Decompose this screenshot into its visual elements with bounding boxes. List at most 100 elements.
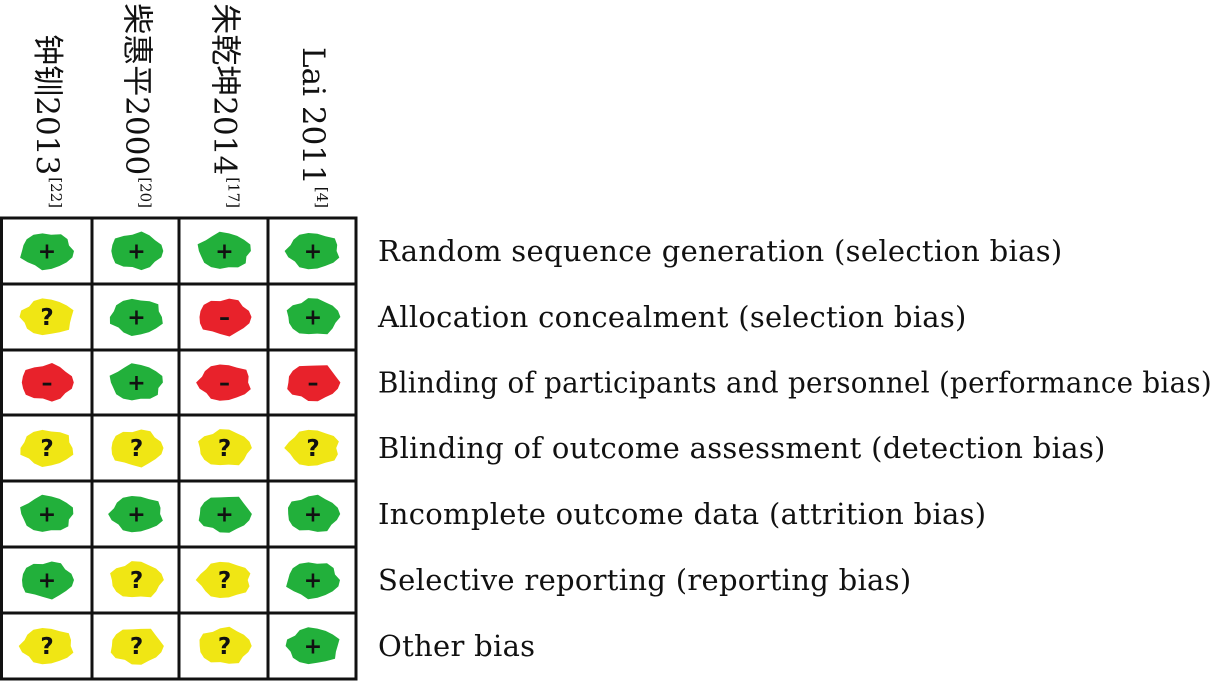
judgement-symbol: ? — [218, 436, 231, 462]
judgement-blob — [20, 429, 74, 467]
judgement-cell: + — [20, 233, 75, 271]
study-header: 钟钏2013 [22] — [29, 34, 65, 208]
judgement-blob — [197, 231, 251, 269]
judgement-cell: + — [288, 494, 341, 532]
judgement-symbol: – — [42, 371, 53, 396]
judgement-cell: + — [286, 562, 340, 600]
judgement-cell: ? — [110, 628, 164, 665]
judgement-blob — [111, 231, 164, 271]
judgement-symbol: ? — [218, 568, 231, 594]
domain-label: Random sequence generation (selection bi… — [378, 234, 1063, 268]
judgement-blob — [110, 561, 164, 598]
judgement-blob — [111, 429, 164, 468]
judgement-cell: + — [109, 298, 163, 336]
judgement-blob — [195, 561, 251, 598]
judgement-symbol: ? — [130, 634, 143, 660]
judgement-cell: ? — [111, 429, 164, 468]
judgement-symbol: + — [304, 635, 322, 660]
judgement-blob — [196, 364, 251, 401]
judgement-symbol: + — [304, 240, 322, 265]
domain-label: Blinding of outcome assessment (detectio… — [378, 431, 1106, 465]
judgement-symbol: ? — [130, 436, 143, 462]
judgement-cell: + — [286, 298, 341, 335]
judgement-symbol: + — [215, 240, 233, 265]
study-headers: 钟钏2013 [22] 柴惠平2000[20] 朱乾坤2014 [17] Lai 2011… — [29, 3, 331, 208]
judgement-blob — [285, 627, 340, 665]
study-header-ref: [20] — [137, 177, 155, 208]
judgement-cell: ? — [19, 298, 74, 336]
judgement-symbol: + — [127, 306, 145, 331]
judgement-blob — [108, 496, 163, 533]
judgement-blob — [198, 496, 252, 533]
judgement-symbol: + — [304, 569, 322, 594]
judgement-blob — [284, 233, 340, 270]
judgement-symbol: + — [38, 503, 56, 528]
study-header: 朱乾坤2014 [17] — [207, 3, 243, 208]
judgement-symbol: ? — [40, 634, 53, 660]
judgement-symbol: – — [219, 371, 230, 396]
judgement-symbol: + — [215, 503, 233, 528]
judgement-blob — [20, 233, 75, 271]
judgement-blob — [110, 628, 164, 665]
judgement-symbol: – — [219, 306, 230, 331]
judgement-blob — [286, 562, 340, 600]
judgement-cell: + — [197, 231, 251, 269]
study-header-ref: [4] — [313, 187, 331, 208]
judgement-cell: – — [287, 365, 341, 402]
judgement-symbol: + — [127, 371, 145, 396]
judgement-cell: ? — [20, 429, 74, 467]
judgement-grid — [0, 216, 358, 681]
judgement-symbol: + — [38, 569, 56, 594]
judgement-symbol: ? — [40, 305, 53, 331]
judgement-cells: + + + +? + – + – + – –???? + + + + +?? +??? + — [18, 231, 341, 665]
study-header-label: Lai 2011 — [295, 47, 331, 185]
domain-label: Other bias — [378, 629, 535, 663]
study-header-label: 朱乾坤2014 — [207, 3, 243, 175]
judgement-blob — [20, 494, 74, 532]
domain-labels: Random sequence generation (selection bi… — [377, 234, 1212, 663]
judgement-blob — [284, 429, 339, 466]
judgement-cell: ? — [284, 429, 339, 466]
judgement-cell: ? — [199, 626, 252, 664]
domain-label: Allocation concealment (selection bias) — [377, 300, 967, 334]
judgement-cell: + — [111, 231, 164, 271]
study-header-label: 钟钏2013 — [29, 34, 65, 175]
judgement-cell: + — [109, 363, 163, 401]
judgement-symbol: ? — [40, 436, 53, 462]
judgement-cell: ? — [195, 561, 251, 598]
judgement-cell: + — [198, 496, 252, 533]
judgement-blob — [22, 561, 74, 600]
judgement-cell: + — [285, 627, 340, 665]
judgement-symbol: ? — [306, 436, 319, 462]
judgement-blob — [18, 628, 74, 665]
judgement-blob — [109, 363, 163, 401]
judgement-cell: ? — [110, 561, 164, 598]
judgement-blob — [199, 626, 252, 664]
judgement-symbol: + — [127, 240, 145, 265]
judgement-blob — [286, 298, 341, 335]
study-header: 柴惠平2000[20] — [119, 3, 155, 208]
domain-label: Incomplete outcome data (attrition bias) — [378, 497, 986, 531]
domain-label: Selective reporting (reporting bias) — [378, 563, 911, 597]
domain-label: Blinding of participants and personnel (… — [378, 366, 1212, 400]
judgement-blob — [21, 363, 74, 402]
judgement-cell: + — [108, 496, 163, 533]
study-header: Lai 2011 [4] — [295, 47, 331, 208]
study-header-ref: [22] — [47, 177, 65, 208]
judgement-symbol: ? — [218, 634, 231, 660]
judgement-blob — [287, 365, 341, 402]
judgement-cell: + — [284, 233, 340, 270]
judgement-symbol: + — [127, 503, 145, 528]
judgement-cell: + — [22, 561, 74, 600]
judgement-cell: – — [21, 363, 74, 402]
judgement-blob — [19, 298, 74, 336]
judgement-blob — [198, 429, 252, 466]
judgement-blob — [288, 494, 341, 532]
judgement-cell: – — [199, 298, 252, 337]
judgement-blob — [109, 298, 163, 336]
study-header-ref: [17] — [225, 177, 243, 208]
judgement-cell: – — [196, 364, 251, 401]
judgement-cell: ? — [18, 628, 74, 665]
judgement-cell: + — [20, 494, 74, 532]
